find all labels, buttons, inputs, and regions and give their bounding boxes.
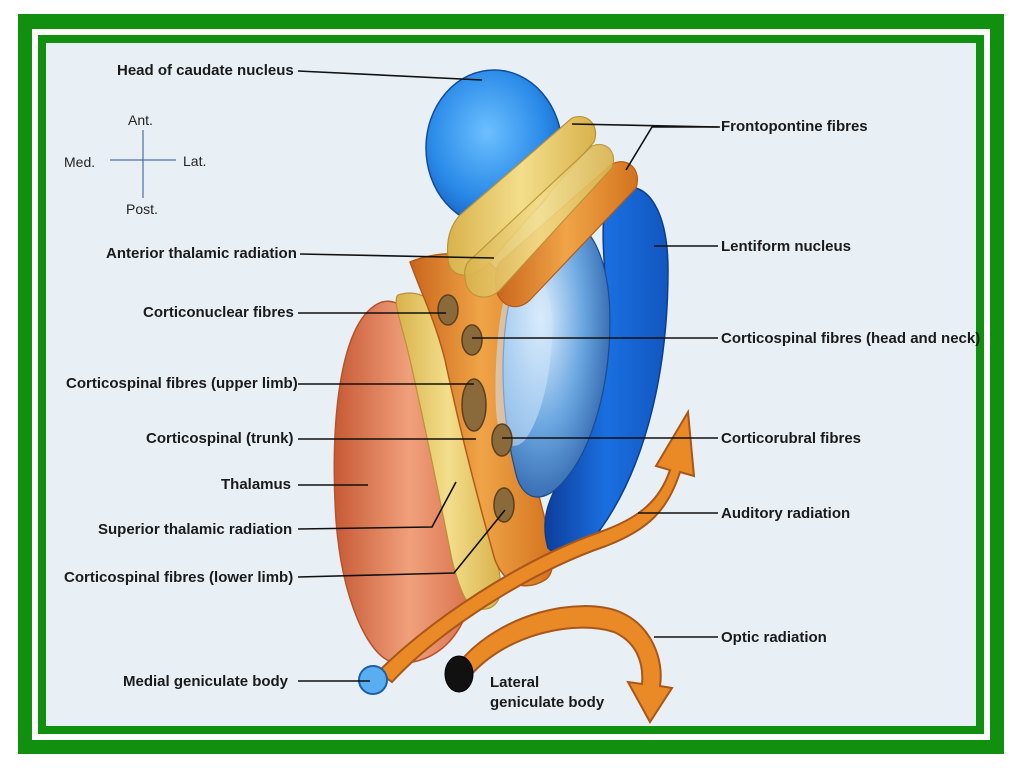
corticorubral-dot	[491, 423, 513, 457]
globus-pallidus-inner	[495, 271, 553, 446]
label-medial-geniculate-body: Medial geniculate body	[123, 673, 289, 690]
label-head-of-caudate-nucleus: Head of caudate nucleus	[117, 62, 294, 79]
optic-radiation-arrow	[456, 605, 674, 724]
label-corticospinal-trunk: Corticospinal (trunk)	[146, 430, 294, 447]
anterior-limb-yellow-band-2	[464, 143, 615, 298]
label-frontopontine-fibres: Frontopontine fibres	[721, 118, 868, 135]
label-thalamus: Thalamus	[221, 476, 291, 493]
label-corticospinal-lower-limb: Corticospinal fibres (lower limb)	[64, 569, 293, 586]
orientation-lateral: Lat.	[183, 153, 206, 169]
corticospinal-upper-limb-dot	[461, 378, 487, 432]
corticospinal-head-neck-dot	[461, 324, 483, 356]
orientation-anterior: Ant.	[128, 112, 153, 128]
orientation-medial: Med.	[64, 154, 95, 170]
label-corticospinal-upper-limb: Corticospinal fibres (upper limb)	[66, 375, 298, 392]
orientation-posterior: Post.	[126, 201, 158, 217]
label-lateral-geniculate-body-line1: Lateral	[490, 674, 539, 691]
label-lateral-geniculate-body-line2: geniculate body	[490, 694, 605, 711]
auditory-radiation-arrow	[376, 408, 696, 684]
leader-lines	[297, 70, 720, 682]
label-corticorubral-fibres: Corticorubral fibres	[721, 430, 861, 447]
label-auditory-radiation: Auditory radiation	[721, 505, 850, 522]
label-anterior-thalamic-radiation: Anterior thalamic radiation	[106, 245, 297, 262]
orientation-compass: Ant. Med. Lat. Post.	[64, 112, 206, 217]
corticospinal-lower-limb-dot	[493, 487, 515, 523]
label-lentiform-nucleus: Lentiform nucleus	[721, 238, 851, 255]
label-corticospinal-head-neck: Corticospinal fibres (head and neck)	[721, 330, 980, 347]
label-corticonuclear-fibres: Corticonuclear fibres	[143, 304, 294, 321]
label-superior-thalamic-radiation: Superior thalamic radiation	[98, 521, 292, 538]
lateral-geniculate-body-shape	[444, 655, 474, 693]
medial-geniculate-body-shape	[358, 665, 388, 695]
label-optic-radiation: Optic radiation	[721, 629, 827, 646]
corticonuclear-dot	[437, 294, 459, 326]
